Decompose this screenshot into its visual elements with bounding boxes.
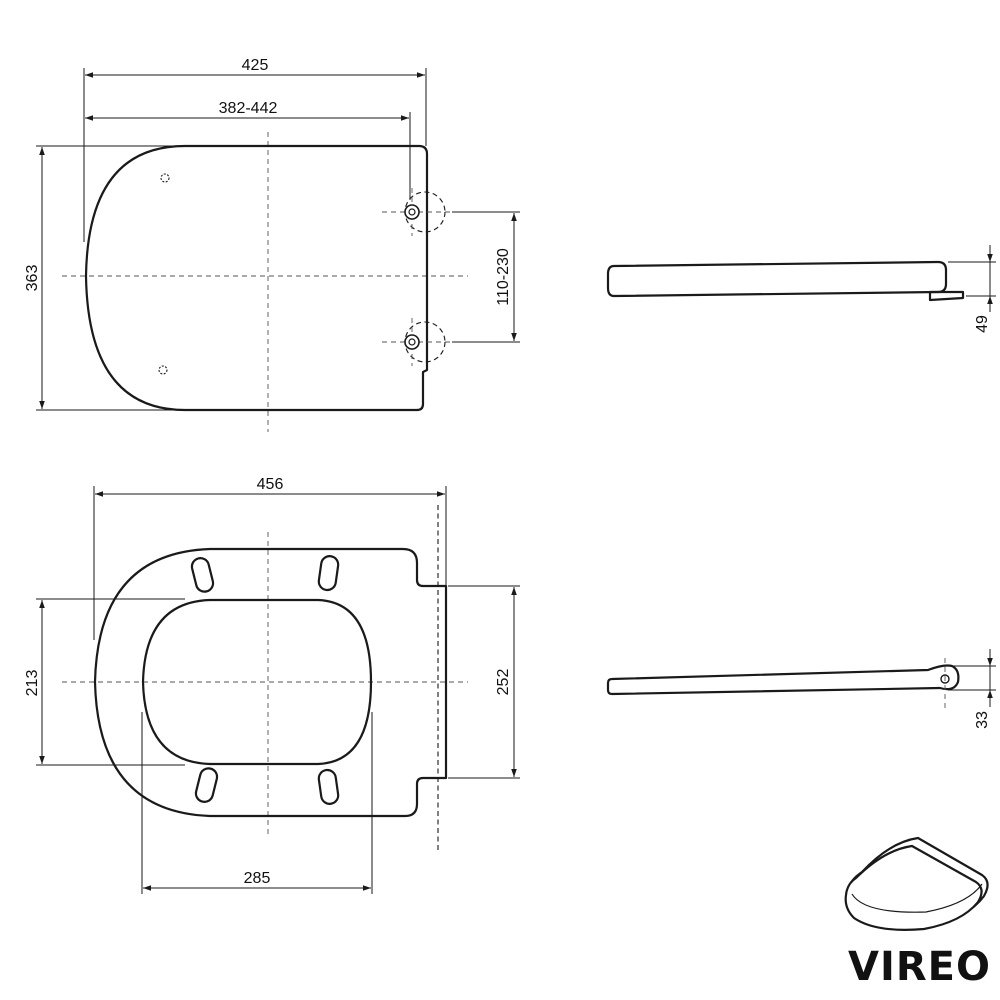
bottom-view: 456 213 285 252: [24, 476, 520, 894]
lid-bumper-bottom: [158, 365, 168, 375]
dim-inner-length: 213: [24, 598, 185, 766]
seat-inner-opening: [141, 598, 373, 766]
seat-buffer-bottom-left: [194, 767, 219, 803]
dim-label-456: 456: [257, 476, 284, 493]
closed-hinge-block: [928, 290, 965, 302]
dim-label-382-442: 382-442: [219, 100, 278, 117]
closed-lid-profile: [606, 260, 948, 298]
dim-fixing-span: 252: [448, 585, 520, 779]
dim-length-top: 363: [24, 145, 185, 411]
dim-fixing-distance: 110-230: [452, 211, 520, 343]
dim-label-363: 363: [24, 265, 41, 292]
dim-label-252: 252: [495, 669, 512, 696]
dim-label-49: 49: [974, 315, 991, 333]
dim-overall-width-top: 425: [83, 57, 427, 242]
seat-buffer-bottom-right: [317, 768, 340, 805]
top-view: 425 382-442 363 110-230: [24, 57, 520, 432]
toilet-seat-thumbnail: [844, 836, 989, 931]
side-view-open: 33: [606, 649, 996, 729]
seat-ring-profile: [606, 664, 960, 696]
dim-closed-height: 49: [948, 245, 996, 333]
seat-outer-outline: [93, 547, 448, 818]
brand-logo: VIREO: [848, 944, 991, 990]
dim-hinge-width-range: 382-442: [85, 100, 411, 200]
side-view-closed: 49: [606, 245, 996, 333]
dim-label-213: 213: [24, 670, 41, 697]
dim-overall-width-bottom: 456: [93, 476, 447, 640]
dim-label-110-230: 110-230: [495, 248, 512, 306]
hinge-fixing-lower: [382, 318, 450, 366]
lid-bumper-top: [160, 173, 170, 183]
hinge-fixing-upper: [382, 188, 450, 236]
seat-buffer-top-right: [317, 555, 340, 592]
dim-hinge-height: 33: [948, 649, 996, 729]
dim-label-425: 425: [242, 57, 269, 74]
dim-inner-width: 285: [141, 712, 373, 894]
top-lid-outline: [84, 144, 429, 412]
seat-buffer-top-left: [190, 557, 215, 593]
dim-label-285: 285: [244, 870, 271, 887]
seat-hinge-pin: [940, 658, 950, 712]
dim-label-33: 33: [974, 711, 991, 729]
